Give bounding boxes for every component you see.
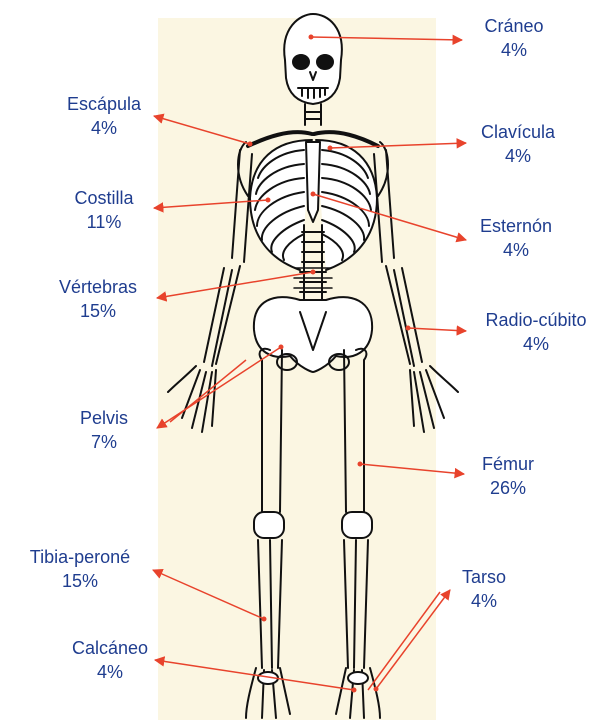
- label-costilla-name: Costilla: [74, 186, 133, 210]
- label-esternon-name: Esternón: [480, 214, 552, 238]
- label-radio-cubito-name: Radio-cúbito: [485, 308, 586, 332]
- skull-bone: [284, 14, 342, 104]
- label-clavicula-name: Clavícula: [481, 120, 555, 144]
- label-tarso-name: Tarso: [462, 565, 506, 589]
- label-calcaneo-name: Calcáneo: [72, 636, 148, 660]
- label-radio-cubito-pct: 4%: [485, 332, 586, 356]
- label-costilla: Costilla 11%: [74, 186, 133, 234]
- label-calcaneo: Calcáneo 4%: [72, 636, 148, 684]
- label-costilla-pct: 11%: [74, 210, 133, 234]
- label-vertebras-name: Vértebras: [59, 275, 137, 299]
- label-radio-cubito: Radio-cúbito 4%: [485, 308, 586, 356]
- label-pelvis-pct: 7%: [80, 430, 128, 454]
- label-vertebras: Vértebras 15%: [59, 275, 137, 323]
- label-clavicula: Clavícula 4%: [481, 120, 555, 168]
- label-escapula-name: Escápula: [67, 92, 141, 116]
- label-tibia-perone-name: Tibia-peroné: [30, 545, 130, 569]
- label-femur: Fémur 26%: [482, 452, 534, 500]
- sternum-bone: [306, 142, 320, 222]
- label-tarso-pct: 4%: [462, 589, 506, 613]
- label-esternon-pct: 4%: [480, 238, 552, 262]
- label-tibia-perone: Tibia-peroné 15%: [30, 545, 130, 593]
- label-pelvis: Pelvis 7%: [80, 406, 128, 454]
- label-femur-name: Fémur: [482, 452, 534, 476]
- label-pelvis-name: Pelvis: [80, 406, 128, 430]
- label-craneo-pct: 4%: [484, 38, 543, 62]
- label-escapula: Escápula 4%: [67, 92, 141, 140]
- label-craneo: Cráneo 4%: [484, 14, 543, 62]
- label-tarso: Tarso 4%: [462, 565, 506, 613]
- label-femur-pct: 26%: [482, 476, 534, 500]
- label-clavicula-pct: 4%: [481, 144, 555, 168]
- label-craneo-name: Cráneo: [484, 14, 543, 38]
- label-vertebras-pct: 15%: [59, 299, 137, 323]
- figure-background: [158, 18, 436, 720]
- label-tibia-perone-pct: 15%: [30, 569, 130, 593]
- label-escapula-pct: 4%: [67, 116, 141, 140]
- label-esternon: Esternón 4%: [480, 214, 552, 262]
- label-calcaneo-pct: 4%: [72, 660, 148, 684]
